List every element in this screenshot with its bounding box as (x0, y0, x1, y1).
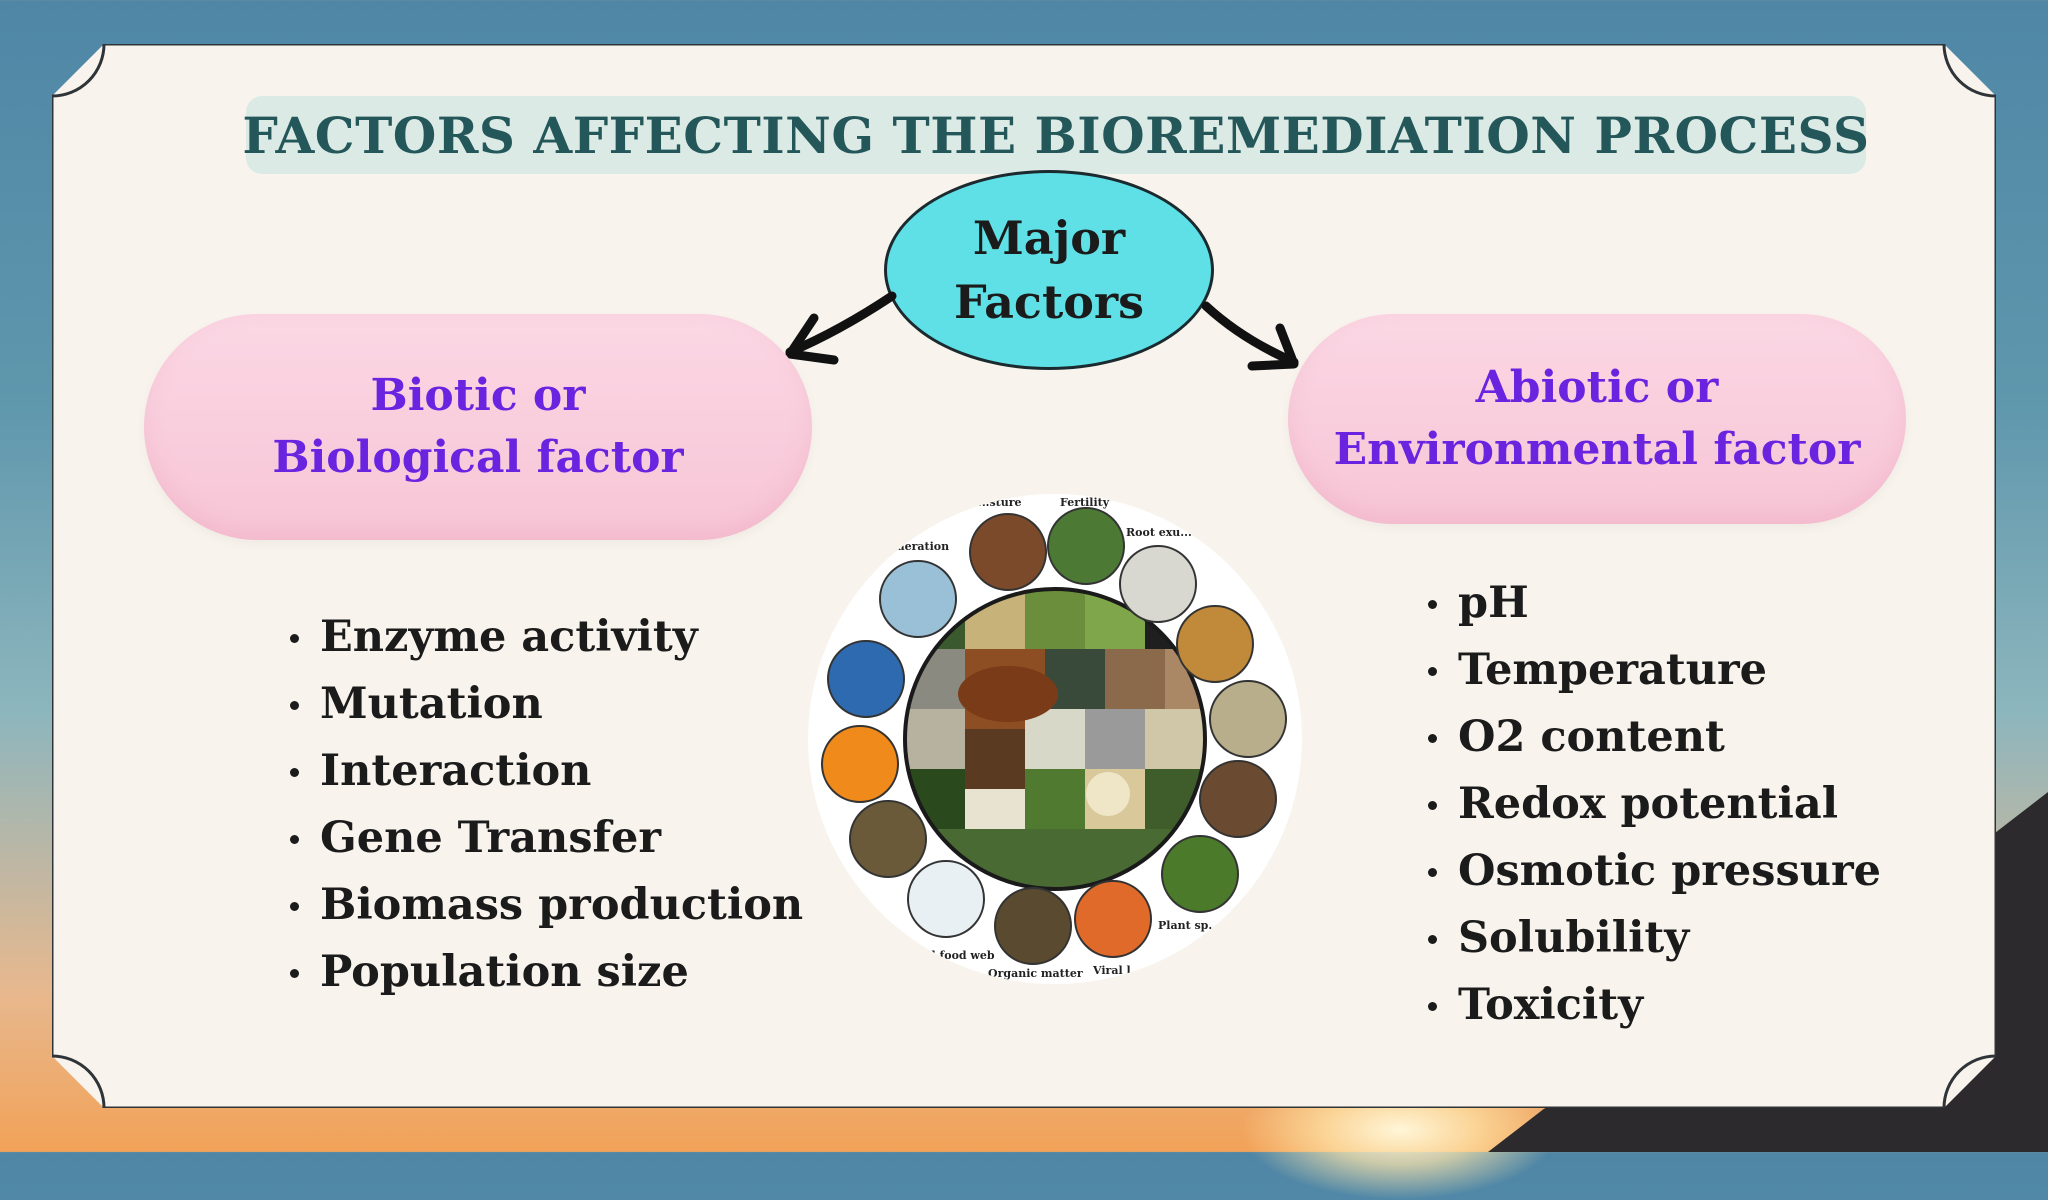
collage-label-root: Root exu... (1126, 526, 1192, 539)
list-item: Enzyme activity (286, 604, 803, 671)
list-item: Toxicity (1424, 972, 1881, 1039)
abiotic-line2: Environmental factor (1333, 424, 1861, 475)
list-item: Gene Transfer (286, 805, 803, 872)
biotic-factor-list: Enzyme activity Mutation Interaction Gen… (286, 604, 803, 1006)
list-item: Population size (286, 939, 803, 1006)
list-item: Mutation (286, 671, 803, 738)
list-item: Interaction (286, 738, 803, 805)
title-band: FACTORS AFFECTING THE BIOREMEDIATION PRO… (242, 96, 1869, 174)
collage-label-plant: Plant sp... (1158, 919, 1220, 932)
abiotic-line1: Abiotic or (1475, 362, 1719, 413)
soil-factors-collage-image: ...sture Fertility Root exu... ...aerati… (808, 494, 1302, 984)
collage-graphic: ...sture Fertility Root exu... ...aerati… (809, 494, 1301, 984)
biotic-factor-pill: Biotic or Biological factor (144, 314, 812, 540)
major-factors-line1: Major (972, 211, 1126, 265)
list-item: Solubility (1424, 905, 1881, 972)
list-item: Redox potential (1424, 771, 1881, 838)
collage-label-organic: Organic matter (988, 967, 1083, 980)
biotic-line1: Biotic or (370, 370, 586, 421)
page-title: FACTORS AFFECTING THE BIOREMEDIATION PRO… (242, 105, 1870, 165)
inner-mosaic (905, 589, 1205, 889)
list-item: pH (1424, 570, 1881, 637)
major-factors-node: Major Factors (884, 170, 1214, 370)
collage-label-fertility: Fertility (1060, 496, 1110, 509)
abiotic-factor-list: pH Temperature O2 content Redox potentia… (1424, 570, 1881, 1039)
list-item: Temperature (1424, 637, 1881, 704)
abiotic-factor-pill: Abiotic or Environmental factor (1288, 314, 1906, 524)
major-factors-line2: Factors (953, 275, 1145, 329)
list-item: Biomass production (286, 872, 803, 939)
biotic-line2: Biological factor (272, 432, 684, 483)
list-item: Osmotic pressure (1424, 838, 1881, 905)
outer-photo-ring (821, 507, 1287, 965)
list-item: O2 content (1424, 704, 1881, 771)
